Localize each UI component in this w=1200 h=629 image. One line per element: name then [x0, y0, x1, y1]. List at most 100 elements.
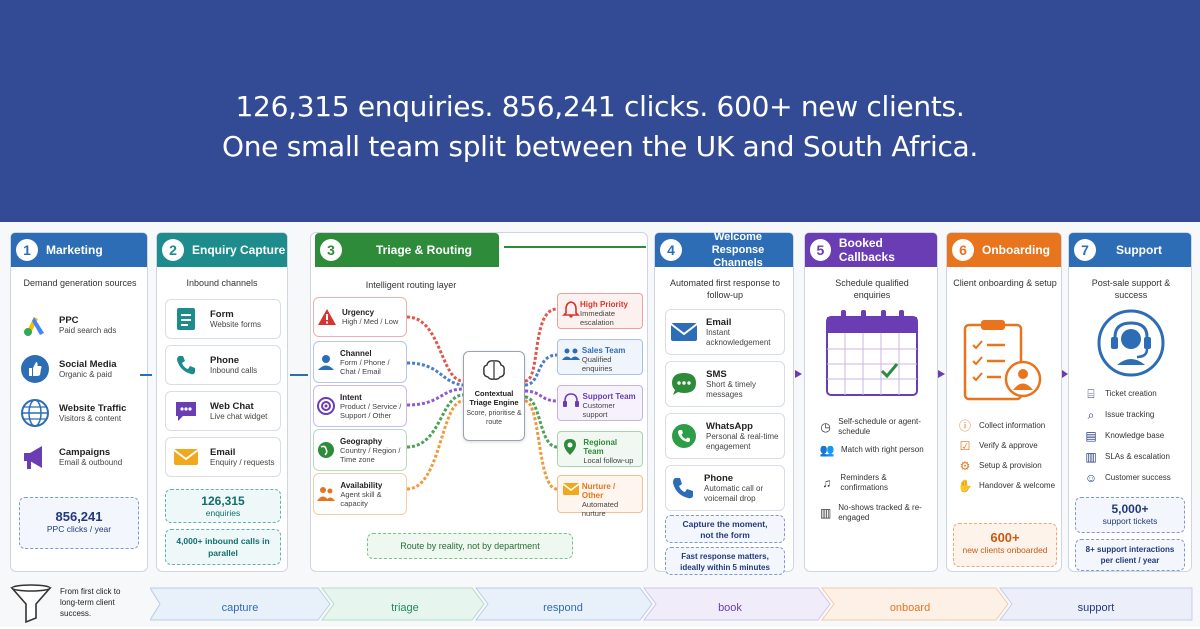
onboarding-column: 6 Onboarding Client onboarding & setup ⓘ…	[946, 232, 1062, 572]
ppc-clicks-stat: 856,241 PPC clicks / year	[19, 497, 139, 549]
hero-line-1: 126,315 enquiries. 856,241 clicks. 600+ …	[235, 90, 965, 123]
triage-header: 3 Triage & Routing	[315, 233, 499, 267]
phone-icon	[670, 472, 696, 504]
item-desc: Automatic call or voicemail drop	[704, 483, 764, 503]
stat-value: 126,315	[201, 494, 245, 508]
item-desc: Inbound calls	[210, 365, 258, 375]
item-desc: Visitors & content	[59, 413, 122, 423]
people-icon	[316, 478, 336, 510]
flow-arrow	[938, 370, 945, 378]
whatsapp-icon	[670, 420, 698, 452]
item-desc: High / Med / Low	[342, 317, 399, 326]
item-desc: Short & timely messages	[706, 379, 756, 399]
column-title: Triage & Routing	[376, 243, 472, 257]
callback-bullet: ♫Reminders & confirmations	[819, 473, 933, 493]
marketing-column: 1 Marketing Demand generation sources PP…	[10, 232, 148, 572]
step-number: 3	[320, 239, 342, 261]
engine-title: Contextual Triage Engine	[469, 389, 519, 407]
route-title: Nurture / Other	[581, 482, 616, 500]
search-icon: ⌕	[1087, 408, 1095, 422]
envelope-icon	[670, 316, 698, 348]
support-column: 7 Support Post-sale support & success ⌸T…	[1068, 232, 1192, 572]
bullet-text: Handover & welcome	[979, 481, 1056, 490]
book-icon: ▤	[1085, 429, 1097, 443]
onboarding-header: 6 Onboarding	[947, 233, 1061, 267]
bullet-text: Knowledge base	[1105, 431, 1165, 440]
stat-label: support tickets	[1102, 516, 1158, 526]
stage-onboard: onboard	[889, 602, 931, 614]
globe-icon	[316, 434, 336, 466]
flow-arrow	[795, 370, 802, 378]
route-desc: Automated nurture	[581, 500, 619, 518]
item-title: Channel	[340, 348, 372, 358]
google-ads-icon	[19, 309, 51, 341]
stage-support: support	[1077, 602, 1115, 614]
item-title: Phone	[210, 354, 240, 366]
bullet-text: Self-schedule or agent-schedule	[838, 417, 921, 436]
item-desc: Website forms	[210, 319, 261, 329]
stage-band	[150, 587, 1193, 621]
sms-icon	[670, 368, 698, 400]
people-icon: 👥	[819, 443, 835, 457]
step-number: 1	[16, 239, 38, 261]
chat-icon	[170, 395, 202, 427]
item-desc: Organic & paid	[59, 369, 112, 379]
bullet-text: Reminders & confirmations	[840, 473, 888, 492]
gear-icon: ⚙	[959, 459, 971, 473]
route-desc: Immediate escalation	[580, 309, 616, 327]
onboarding-bullet: ☑Verify & approve	[957, 440, 1061, 452]
step-number: 4	[660, 239, 682, 261]
thumbs-up-icon	[19, 353, 51, 385]
route-title: Regional Team	[583, 438, 618, 456]
route-desc: Qualified enquiries	[581, 355, 613, 373]
stat-label: PPC clicks / year	[46, 524, 112, 534]
info-icon: ⓘ	[958, 419, 971, 433]
item-title: Campaigns	[59, 446, 111, 458]
stage-respond: respond	[543, 602, 583, 614]
bullet-text: Issue tracking	[1105, 410, 1155, 419]
bell-icon	[562, 300, 580, 323]
capture-header: 2 Enquiry Capture	[157, 233, 287, 267]
support-bullet: ⌸Ticket creation	[1083, 388, 1187, 400]
team-icon	[562, 346, 582, 367]
bullet-text: Match with right person	[841, 445, 924, 454]
column-title: Booked Callbacks	[838, 236, 895, 264]
marketing-header: 1 Marketing	[11, 233, 147, 267]
column-subtitle: Demand generation sources	[23, 278, 137, 288]
flow-arrow	[290, 374, 308, 376]
item-title: PPC	[59, 314, 79, 326]
item-title: Urgency	[342, 308, 375, 317]
support-bullet: ☺Customer success	[1083, 472, 1187, 484]
column-title: Marketing	[46, 243, 103, 257]
item-title: WhatsApp	[706, 420, 753, 432]
support-bullet: ⌕ Issue tracking	[1083, 408, 1187, 422]
bullet-text: SLAs & escalation	[1105, 452, 1170, 461]
onboarding-bullet: ⚙Setup & provision	[957, 459, 1061, 473]
callback-bullet: ▥No-shows tracked & re-engaged	[819, 503, 933, 523]
form-icon	[170, 303, 202, 335]
item-desc: Agent skill & capacity	[340, 489, 382, 508]
envelope-icon	[562, 482, 582, 501]
funnel-icon	[10, 584, 52, 629]
warning-icon	[316, 301, 338, 333]
support-bullet: ▥SLAs & escalation	[1083, 451, 1187, 463]
column-subtitle: Automated first response to follow-up	[669, 278, 781, 300]
target-icon	[316, 390, 336, 422]
callbacks-column: 5 Booked Callbacks Schedule qualified en…	[804, 232, 938, 572]
triage-column: 3 Triage & Routing Intelligent routing l…	[310, 232, 648, 572]
welcome-note-1: Capture the moment, not the form	[665, 515, 785, 543]
stat-value: 600+	[990, 530, 1020, 545]
megaphone-icon	[19, 441, 51, 473]
